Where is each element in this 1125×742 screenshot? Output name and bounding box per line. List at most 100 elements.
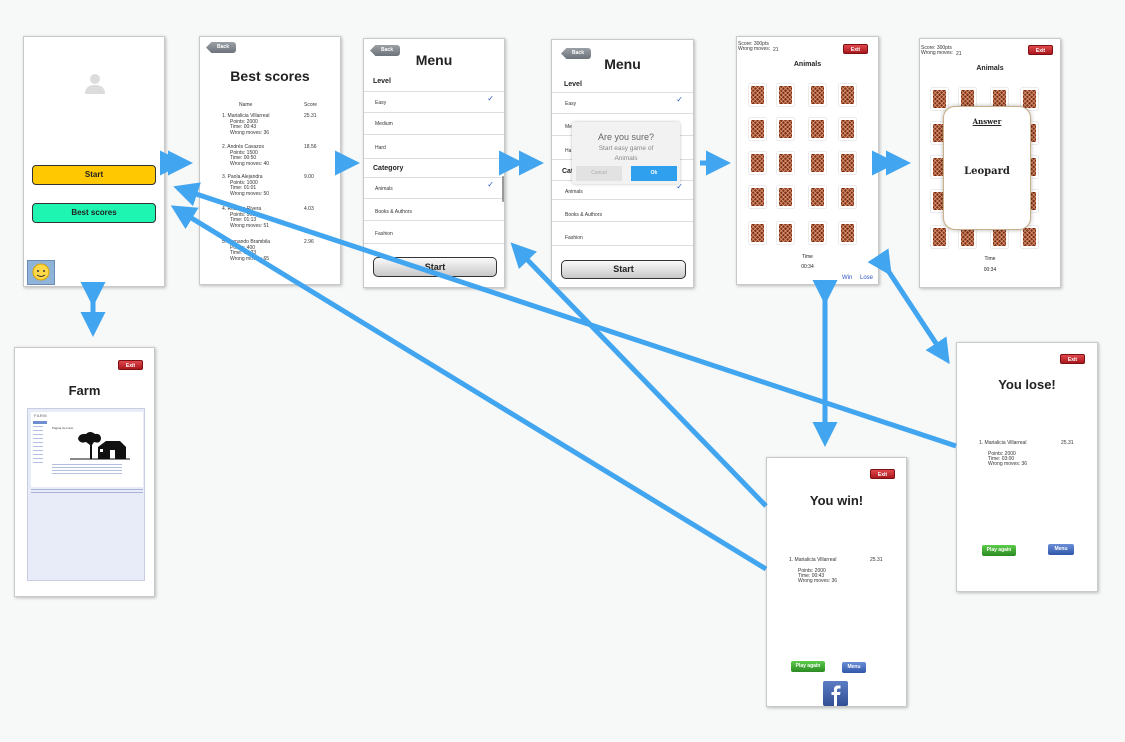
score-entry-time: Time: 00:50 [230, 155, 257, 161]
memory-card[interactable] [777, 186, 794, 208]
memory-card[interactable] [991, 88, 1008, 110]
start-button[interactable]: Start [32, 165, 156, 185]
start-button[interactable]: Start [561, 260, 686, 279]
memory-card[interactable] [749, 186, 766, 208]
back-button[interactable]: Back [370, 45, 400, 56]
exit-button[interactable]: Exit [1028, 45, 1053, 55]
score-entry-wrong-moves: Wrong moves: 51 [230, 222, 270, 229]
memory-card[interactable] [809, 186, 826, 208]
score-entry-time: Time: 00:43 [230, 124, 257, 130]
page-heading: FARM [34, 413, 48, 418]
memory-card[interactable] [809, 222, 826, 244]
category-title: Animals [793, 61, 822, 68]
lose-link[interactable]: Lose [860, 275, 874, 281]
facebook-icon[interactable] [823, 681, 848, 706]
farm-illustration-icon [70, 431, 130, 461]
answer-label: Answer [972, 117, 1002, 126]
player-time: Time: 03:00 [988, 456, 1015, 462]
scrollbar[interactable] [502, 176, 504, 202]
memory-card[interactable] [839, 222, 856, 244]
level-label: Hard [375, 145, 386, 151]
category-label: Animals [375, 186, 393, 192]
play-again-button[interactable]: Play again [982, 545, 1016, 556]
best-scores-screen: Back Best scores Name Score 1. Marialici… [199, 36, 341, 285]
category-label: Fashion [565, 235, 583, 241]
memory-card[interactable] [749, 118, 766, 140]
memory-card[interactable] [809, 152, 826, 174]
page-title: Menu [604, 56, 641, 72]
memory-card[interactable] [839, 152, 856, 174]
time-value: 00:34 [801, 264, 814, 270]
score-text: Score: 300pts [738, 41, 769, 47]
level-label: Me [565, 124, 572, 130]
check-icon: ✓ [487, 94, 494, 103]
exit-button[interactable]: Exit [118, 360, 143, 370]
exit-button[interactable]: Exit [870, 469, 895, 479]
confirm-dialog: Are you sure? Start easy game of Animals… [572, 122, 680, 184]
score-entry-name: 3. Paola Alejandra [222, 174, 263, 180]
play-again-button[interactable]: Play again [791, 661, 825, 672]
player-score: 25.31 [870, 557, 883, 563]
memory-card[interactable] [839, 118, 856, 140]
level-option-easy[interactable]: Easy ✓ [364, 91, 504, 113]
memory-card[interactable] [749, 222, 766, 244]
cancel-button[interactable]: Cancel [576, 166, 622, 181]
back-button[interactable]: Back [561, 48, 591, 59]
answer-popup: Answer Leopard [943, 106, 1031, 230]
memory-card[interactable] [777, 152, 794, 174]
start-button[interactable]: Start [373, 257, 497, 277]
win-link[interactable]: Win [842, 275, 853, 281]
memory-card[interactable] [777, 84, 794, 106]
score-entry-score: 25.31 [304, 113, 317, 119]
level-option-medium[interactable]: Medium [364, 113, 504, 135]
ok-button[interactable]: Ok [631, 166, 677, 181]
memory-card[interactable] [839, 84, 856, 106]
memory-card[interactable] [809, 84, 826, 106]
player-points: Points: 2000 [798, 568, 826, 574]
memory-card[interactable] [839, 186, 856, 208]
category-option-fashion[interactable]: Fashion [364, 221, 504, 244]
memory-card[interactable] [991, 226, 1008, 248]
check-icon: ✓ [676, 182, 683, 191]
memory-card[interactable] [749, 84, 766, 106]
memory-card[interactable] [931, 226, 948, 248]
level-option-easy[interactable]: Easy✓ [552, 92, 693, 114]
category-option-fashion[interactable]: Fashion [552, 222, 693, 246]
player-wrong-moves: Wrong moves: 36 [798, 578, 838, 584]
memory-card[interactable] [959, 226, 976, 248]
menu-button[interactable]: Menu [1048, 544, 1074, 555]
exit-button[interactable]: Exit [1060, 354, 1085, 364]
memory-card[interactable] [749, 152, 766, 174]
category-option-animals[interactable]: Animals✓ [364, 177, 504, 199]
memory-card[interactable] [1021, 226, 1038, 248]
game-screen: Score: 300pts Wrong moves: 21 Exit Anima… [736, 36, 879, 285]
category-option-books[interactable]: Books & Authors [552, 200, 693, 222]
score-entry-wrong-moves: Wrong moves: 65 [230, 255, 270, 262]
memory-card[interactable] [777, 222, 794, 244]
menu-button[interactable]: Menu [842, 662, 866, 673]
score-entry-wrong-moves: Wrong moves: 40 [230, 160, 270, 167]
farm-webpage-preview: FARM Página de Inicio [27, 408, 145, 581]
you-lose-screen: Exit You lose! 1. Marialicia Villarreal … [956, 342, 1098, 592]
score-entry-score: 9.00 [304, 174, 314, 180]
player-name: 1. Marialicia Villarreal [979, 440, 1027, 446]
child-logo-icon[interactable] [27, 260, 55, 285]
memory-card[interactable] [1021, 88, 1038, 110]
level-option-hard[interactable]: Hard [364, 135, 504, 159]
category-label: Books & Authors [565, 212, 602, 218]
score-text: Score: 300pts [921, 45, 952, 51]
level-label: Easy [375, 100, 387, 106]
memory-card[interactable] [809, 118, 826, 140]
memory-card[interactable] [931, 88, 948, 110]
exit-button[interactable]: Exit [843, 44, 868, 54]
page-caption: Página de Inicio [52, 426, 74, 430]
score-entry-points: Points: 1500 [230, 149, 258, 156]
memory-card[interactable] [777, 118, 794, 140]
category-option-books[interactable]: Books & Authors [364, 199, 504, 221]
back-button[interactable]: Back [206, 42, 236, 53]
memory-card[interactable] [959, 88, 976, 110]
best-scores-button[interactable]: Best scores [32, 203, 156, 223]
